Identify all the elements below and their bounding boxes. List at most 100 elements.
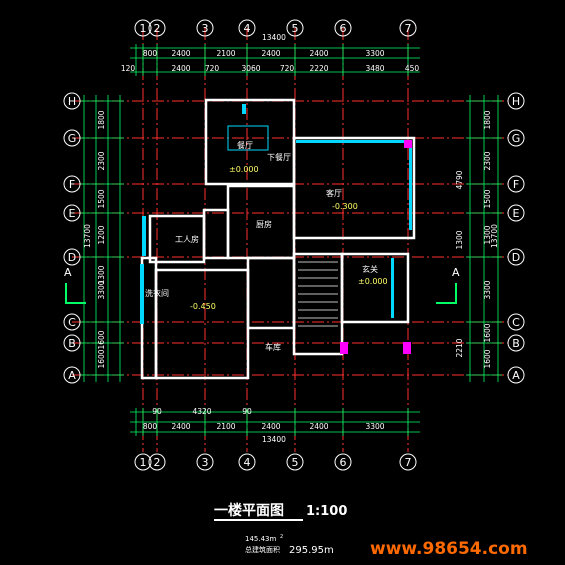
dim-right-0: 1800 [483,110,492,129]
axis-bubble-left-D-circle [63,248,81,266]
axis-bubble-top-5-circle [286,19,304,37]
axis-bubble-left-C: C [63,313,81,331]
axis-bubble-top-6: 6 [334,19,352,37]
level-foyer: ±0.000 [358,277,388,286]
room-laundry: 洗衣间 [145,288,169,298]
dim-top2-5: 2220 [309,64,328,73]
dim-bottom-5: 3300 [365,422,384,431]
axis-bubble-right-H-label: H [512,95,520,108]
axis-bubble-bottom-3-label: 3 [202,456,209,469]
dim-left-4: 1300 [97,265,106,284]
axis-bubble-right-D-label: D [512,251,520,264]
top-total-dim: 13400 [262,33,286,42]
dim-right-5: 1600 [483,323,492,342]
dim-right-inner-0: 4790 [455,170,464,189]
axis-bubble-right-C-circle [507,313,525,331]
column-marker [404,140,412,148]
dim-top2-6: 3480 [365,64,384,73]
axis-bubble-right-G-label: G [512,132,521,145]
axis-bubble-left-D-label: D [68,251,76,264]
axis-bubble-bottom-4-circle [238,453,256,471]
axis-bubble-top-3: 3 [196,19,214,37]
axis-bubble-left-H-circle [63,92,81,110]
section-mark-right: A [436,266,460,304]
axis-bubble-bottom-5-label: 5 [292,456,299,469]
axis-bubble-left-C-circle [63,313,81,331]
axis-bubble-bottom-2: 2 [148,453,166,471]
dim-top-0: 800 [143,49,158,58]
axis-bubble-left-H-label: H [68,95,76,108]
dim-left-1: 2300 [97,151,106,170]
dim-top-2: 2100 [216,49,235,58]
axis-bubble-right-D: D [507,248,525,266]
axis-bubble-top-2-circle [148,19,166,37]
window [409,140,412,230]
axis-bubble-left-G-circle [63,129,81,147]
axis-bubble-left-G: G [63,129,81,147]
axis-bubble-bottom-6-circle [334,453,352,471]
axis-bubble-bottom-1: 1 [134,453,152,471]
living-room-walls [292,136,416,240]
axis-bubble-bottom-2-circle [148,453,166,471]
dimension-lines [80,44,502,436]
dim-bottom-1: 2400 [171,422,190,431]
column-marker [403,342,411,354]
axis-bubble-right-A-circle [507,366,525,384]
dim-right-1: 2300 [483,151,492,170]
axis-bubble-top-2-label: 2 [154,22,161,35]
dim-top-3: 2400 [261,49,280,58]
axis-bubble-right-G-circle [507,129,525,147]
dim-left-2: 1500 [97,189,106,208]
axis-bubble-bottom-4-label: 4 [244,456,251,469]
dim-top2-7: 450 [405,64,420,73]
dim-bottom0-2: 90 [242,407,252,416]
dim-top2-0: 120 [121,64,136,73]
axis-bubble-left-A-circle [63,366,81,384]
axis-bubble-left-A-label: A [68,369,76,382]
dim-right-3: 1300 [483,225,492,244]
axis-bubble-left-D: D [63,248,81,266]
axis-bubble-left-C-label: C [68,316,76,329]
bottom-total-dim: 13400 [262,435,286,444]
axis-bubble-top-3-label: 3 [202,22,209,35]
wall-outlines [140,98,416,380]
dim-right-inner-1: 1300 [455,230,464,249]
dim-top-1: 2400 [171,49,190,58]
axis-bubble-right-E: E [507,204,525,222]
axis-bubble-right-G: G [507,129,525,147]
axis-bubble-bottom-3: 3 [196,453,214,471]
level-living: -0.300 [332,202,358,211]
dim-right-6: 1600 [483,349,492,368]
dim-bottom-2: 2100 [216,422,235,431]
window [296,140,412,143]
axis-bubble-top-7: 7 [399,19,417,37]
axis-bubble-right-B-circle [507,334,525,352]
axis-bubble-top-3-circle [196,19,214,37]
room-kitchen: 厨房 [256,219,272,229]
axis-bubble-right-C: C [507,313,525,331]
dim-bottom-4: 2400 [309,422,328,431]
axis-grid-lines [72,28,508,452]
dim-left-5: 3300 [97,280,106,299]
axis-bubble-left-B-label: B [68,337,76,350]
area-line1: 145.43m [245,535,276,543]
dim-left-0: 1800 [97,110,106,129]
svg-text:A: A [452,266,460,279]
section-mark-left: A [64,266,86,304]
axis-bubble-top-4-circle [238,19,256,37]
axis-bubble-right-B-label: B [512,337,520,350]
axis-bubble-top-7-circle [399,19,417,37]
area-label: 总建筑面积 [245,545,280,554]
dim-bottom0-0: 90 [152,407,162,416]
drawing-scale: 1:100 [306,504,347,519]
axis-bubble-top-2: 2 [148,19,166,37]
dim-top-5: 3300 [365,49,384,58]
axis-bubble-top-1: 1 [134,19,152,37]
window [242,104,246,114]
left-total-dim: 13700 [83,224,92,248]
axis-bubble-right-A-label: A [512,369,520,382]
axis-bubble-right-H-circle [507,92,525,110]
dim-top-4: 2400 [309,49,328,58]
